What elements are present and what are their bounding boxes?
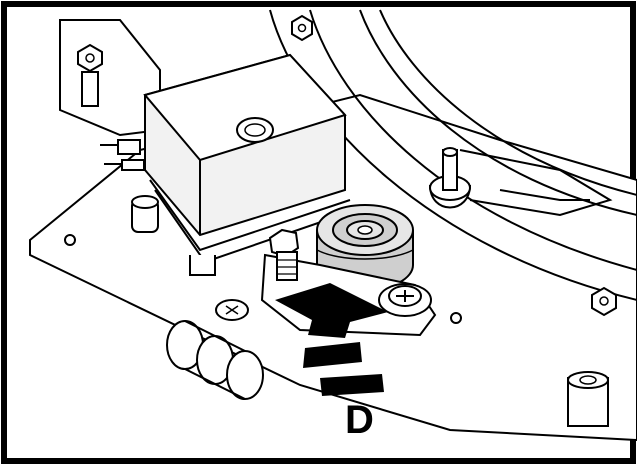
- right-post: [567, 371, 609, 427]
- star-screw: [215, 299, 249, 321]
- slot-bracket: [459, 149, 613, 217]
- direction-arrow-icon: [275, 283, 388, 396]
- tension-bolt: [268, 228, 300, 281]
- plate-hole-left: [64, 234, 76, 246]
- motor-box: [143, 53, 351, 276]
- top-nut: [291, 14, 313, 42]
- plate-hole-right: [450, 312, 462, 324]
- bracket-screw: [378, 283, 432, 317]
- callout-label: D: [345, 398, 374, 442]
- slot-bracket-inner: [499, 189, 590, 201]
- under-rollers: [166, 320, 264, 400]
- bracket-nut: [77, 43, 103, 107]
- spindle-post: [429, 147, 471, 209]
- connector-terminals: [100, 139, 145, 171]
- mounting-bolt-left: [131, 195, 159, 233]
- right-nut: [591, 286, 617, 317]
